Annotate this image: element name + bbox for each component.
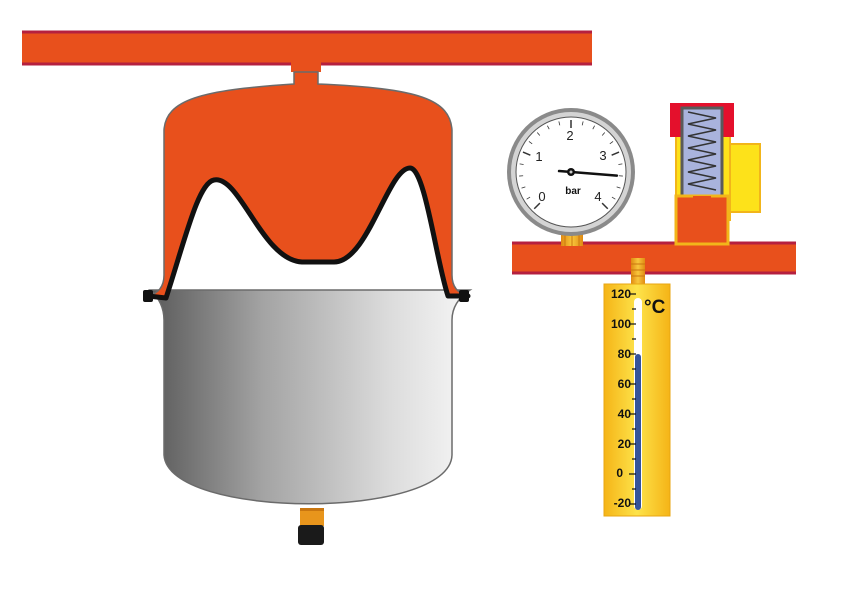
thermo-label-60: 60 xyxy=(618,377,632,391)
gauge-tick xyxy=(522,151,531,156)
gauge-tick xyxy=(533,202,541,210)
gauge-tick xyxy=(601,202,609,210)
thermo-label-100: 100 xyxy=(611,317,631,331)
gauge-tick xyxy=(616,186,621,189)
gauge-label-4: 4 xyxy=(594,189,601,204)
gauge-ticks xyxy=(519,120,623,210)
gauge-tick xyxy=(536,132,541,136)
gauge-label-0: 0 xyxy=(538,189,545,204)
gauge-tick xyxy=(618,163,623,165)
thermo-label-20: 20 xyxy=(618,437,632,451)
thermo-label-40: 40 xyxy=(618,407,632,421)
thermo-label-80: 80 xyxy=(618,347,632,361)
charging-valve xyxy=(298,508,324,545)
gauge-tick xyxy=(581,121,584,126)
thermo-label-120: 120 xyxy=(611,287,631,301)
thermometer-mercury xyxy=(635,354,641,510)
thermometer-ticks xyxy=(629,293,636,505)
expansion-vessel xyxy=(143,71,473,545)
gauge-tick xyxy=(611,151,620,156)
gauge-tick xyxy=(592,125,595,130)
gas-chamber xyxy=(147,289,473,505)
gauge-label-2: 2 xyxy=(566,128,573,143)
top-pipe xyxy=(22,30,592,72)
thermometer: 120 100 80 60 40 20 0 -20 °C xyxy=(603,258,671,517)
gauge-tick xyxy=(526,196,531,200)
gauge-tick xyxy=(558,121,561,126)
gauge-tick xyxy=(521,186,526,189)
gauge-tick xyxy=(611,196,616,200)
safety-valve xyxy=(670,103,761,246)
gauge-tick xyxy=(519,163,524,165)
pressure-gauge: 0 1 2 3 4 bar xyxy=(507,108,635,246)
thermo-unit: °C xyxy=(644,297,666,318)
gauge-tick xyxy=(601,132,606,136)
gauge-label-3: 3 xyxy=(599,148,606,163)
diaphragm-membrane xyxy=(145,165,471,301)
thermo-label-minus20: -20 xyxy=(614,496,632,510)
gauge-tick xyxy=(547,125,550,130)
gauge-tick xyxy=(528,141,533,145)
gauge-tick xyxy=(609,141,614,145)
thermo-label-0: 0 xyxy=(616,466,623,480)
safety-group-pipe xyxy=(512,241,796,275)
gauge-unit: bar xyxy=(565,186,581,197)
spring xyxy=(687,111,717,191)
gauge-label-1: 1 xyxy=(535,149,542,164)
